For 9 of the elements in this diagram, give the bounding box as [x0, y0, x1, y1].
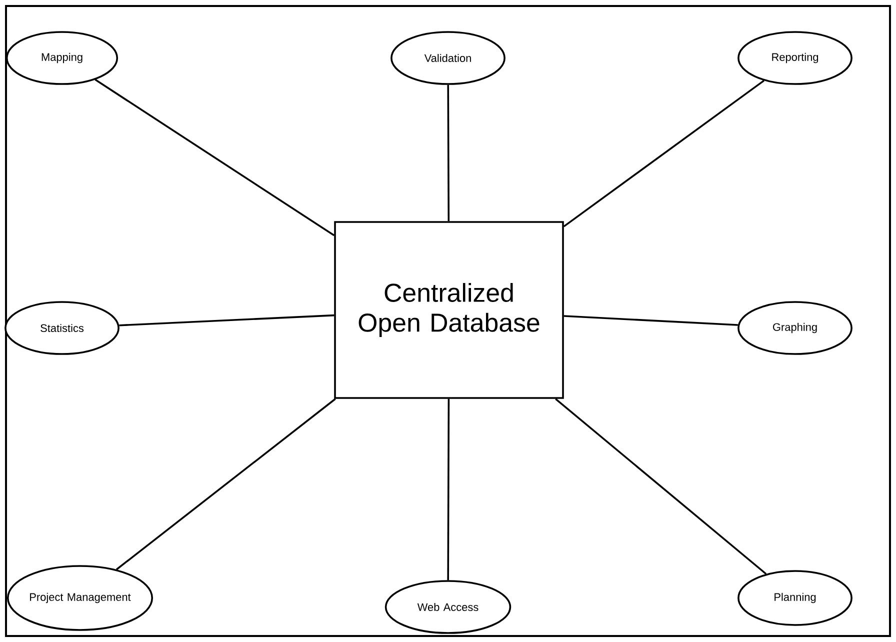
connector-line	[555, 398, 767, 575]
connector-line	[116, 398, 336, 570]
connector-line	[94, 78, 335, 236]
database-box: Centralized Open Database	[334, 221, 564, 399]
connector-line	[447, 84, 450, 222]
connector-line	[563, 80, 764, 228]
connector-line	[447, 398, 450, 580]
connector-line	[564, 315, 738, 326]
connector-line	[119, 314, 334, 326]
